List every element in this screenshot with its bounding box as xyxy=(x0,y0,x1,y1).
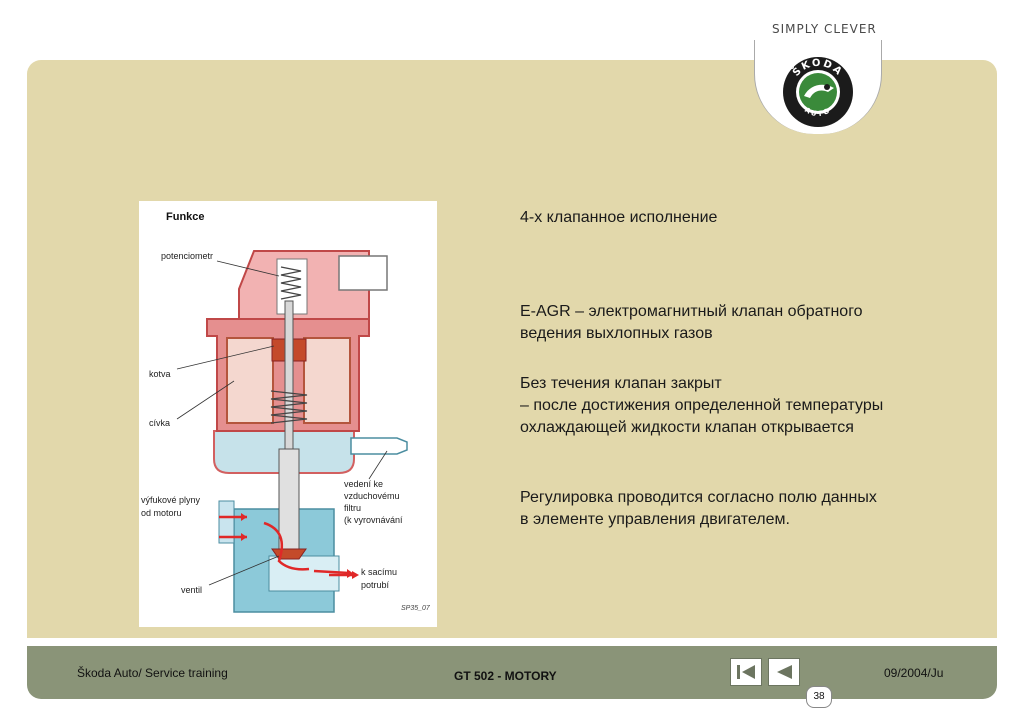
page-number: 38 xyxy=(806,686,832,708)
label-potenciometr: potenciometr xyxy=(161,251,213,261)
paragraph-3: Регулировка проводится согласно полю дан… xyxy=(520,487,990,531)
paragraph-2-line-2: – после достижения определенной температ… xyxy=(520,397,884,414)
first-slide-button[interactable] xyxy=(730,658,762,686)
paragraph-2: Без течения клапан закрыт – после достиж… xyxy=(520,373,990,439)
skip-first-icon xyxy=(737,665,755,679)
label-vedeni-4: (k vyrovnávání xyxy=(344,515,403,525)
heading-block: 4-х клапанное исполнение xyxy=(520,207,990,229)
paragraph-1-line-1: E-AGR – электромагнитный клапан обратног… xyxy=(520,303,863,320)
side-pipe xyxy=(350,437,408,455)
footer-bar: Škoda Auto/ Service training GT 502 - MO… xyxy=(27,646,997,699)
footer-org: Škoda Auto/ Service training xyxy=(77,666,228,680)
footer-course: GT 502 - MOTORY xyxy=(454,669,557,683)
potentiometer-spring xyxy=(280,266,302,300)
flow-arrow-out-2-head xyxy=(352,571,359,579)
heading: 4-х клапанное исполнение xyxy=(520,209,718,226)
label-vyfukove-1: výfukové plyny xyxy=(141,495,201,505)
figure-code: SP35_07 xyxy=(401,605,431,612)
paragraph-2-line-1: Без течения клапан закрыт xyxy=(520,375,722,392)
valve-cross-section: Funkce potenciometr kotva cívka výfukové… xyxy=(141,211,431,613)
label-ventil: ventil xyxy=(181,585,202,595)
diagram-title: Funkce xyxy=(166,211,205,223)
label-vedeni-2: vzduchovému xyxy=(344,491,400,501)
leader-vedeni xyxy=(368,450,388,480)
label-sacimu-1: k sacímu xyxy=(361,567,397,577)
intake-outlet xyxy=(268,555,340,592)
flow-arrow-in-1-head xyxy=(241,513,247,521)
label-sacimu-2: potrubí xyxy=(361,580,390,590)
brand-tagline: SIMPLY CLEVER xyxy=(772,22,877,36)
label-civka: cívka xyxy=(149,418,170,428)
skoda-logo: ŠKODA AUTO xyxy=(781,55,855,129)
footer-date: 09/2004/Ju xyxy=(884,666,944,680)
logo-text-bottom: AUTO xyxy=(803,106,831,118)
previous-icon xyxy=(777,665,792,679)
leader-kotva xyxy=(176,345,275,370)
leader-potenciometr xyxy=(216,260,280,277)
label-vyfukove-2: od motoru xyxy=(141,508,182,518)
paragraph-1-line-2: ведения выхлопных газов xyxy=(520,325,713,342)
return-spring xyxy=(270,390,308,424)
previous-slide-button[interactable] xyxy=(768,658,800,686)
label-kotva: kotva xyxy=(149,369,171,379)
paragraph-2-line-3: охлаждающей жидкости клапан открывается xyxy=(520,419,854,436)
label-vedeni-3: filtru xyxy=(344,503,361,513)
leader-civka xyxy=(176,380,235,420)
label-vedeni-1: vedení ke xyxy=(344,479,383,489)
paragraph-3-line-2: в элементе управления двигателем. xyxy=(520,511,790,528)
paragraph-1: E-AGR – электромагнитный клапан обратног… xyxy=(520,301,990,345)
exhaust-inlet xyxy=(218,500,235,544)
flow-arrow-out-1 xyxy=(313,569,350,575)
valve-guide xyxy=(278,448,300,550)
coil-right xyxy=(303,337,351,424)
connector xyxy=(338,255,388,291)
svg-text:AUTO: AUTO xyxy=(803,106,833,118)
flow-arrow-mid xyxy=(263,521,310,571)
egr-valve-diagram: Funkce potenciometr kotva cívka výfukové… xyxy=(139,201,437,627)
leader-ventil xyxy=(208,555,280,586)
flow-arrow-in-2-head xyxy=(241,533,247,541)
coil-left xyxy=(226,337,274,424)
paragraph-3-line-1: Регулировка проводится согласно полю дан… xyxy=(520,489,877,506)
